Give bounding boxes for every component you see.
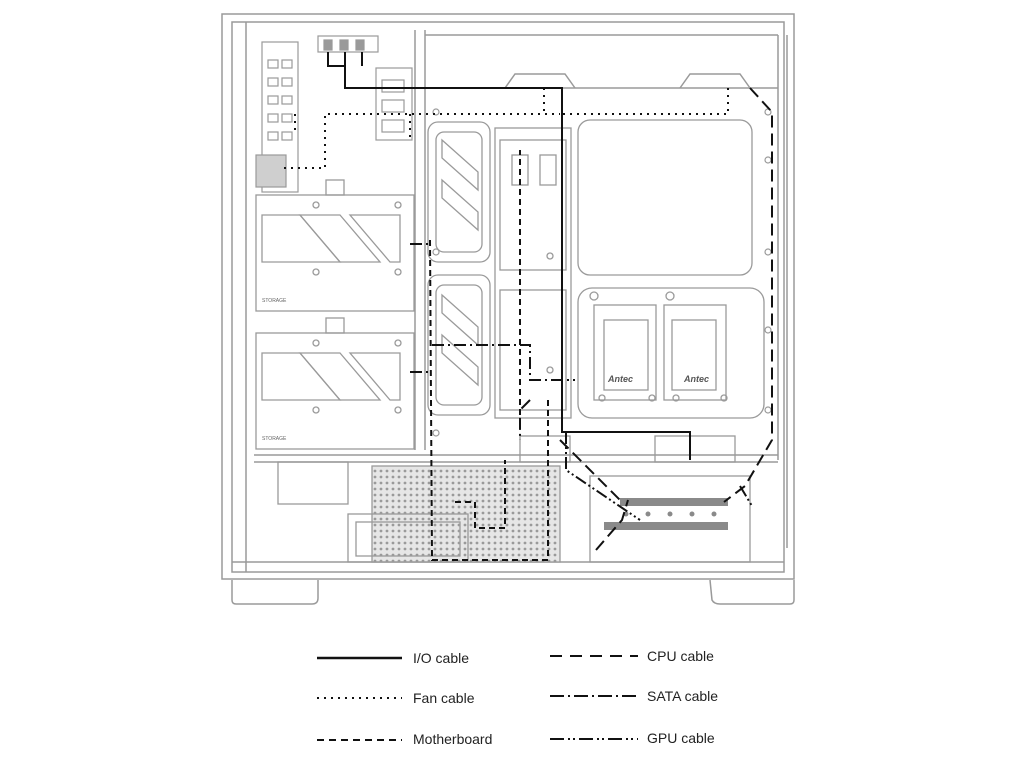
legend-label-cpu: CPU cable bbox=[647, 648, 714, 664]
pcie-slots bbox=[604, 498, 728, 530]
ssd-bay bbox=[577, 119, 765, 419]
storage-label-lower: STORAGE bbox=[262, 436, 287, 442]
drive-cage-upper bbox=[255, 179, 415, 312]
gpu-cable-route bbox=[565, 432, 753, 521]
legend-label-mb: Motherboard bbox=[413, 731, 492, 747]
legend-label-io: I/O cable bbox=[413, 650, 469, 666]
storage-label-upper: STORAGE bbox=[262, 298, 287, 304]
legend-label-gpu: GPU cable bbox=[647, 730, 715, 746]
motherboard-cable-route bbox=[429, 150, 549, 561]
central-bracket bbox=[494, 127, 572, 419]
sata-cable-route bbox=[410, 243, 575, 440]
io-cable-route bbox=[327, 52, 691, 460]
front-io-ports bbox=[317, 35, 413, 141]
fan-hub bbox=[255, 41, 299, 193]
brand-label-left-ssd: Antec bbox=[607, 374, 633, 384]
cable-routes bbox=[284, 52, 773, 561]
cpu-cable-route bbox=[559, 87, 773, 551]
legend: I/O cable CPU cable Fan cable SATA cable… bbox=[317, 648, 718, 747]
brand-label-right-ssd: Antec bbox=[683, 374, 709, 384]
legend-label-fan: Fan cable bbox=[413, 690, 475, 706]
side-screws bbox=[432, 108, 772, 437]
cable-grommets bbox=[427, 121, 491, 416]
legend-label-sata: SATA cable bbox=[647, 688, 718, 704]
drive-cage-lower bbox=[255, 317, 415, 450]
psu-area bbox=[277, 435, 751, 563]
